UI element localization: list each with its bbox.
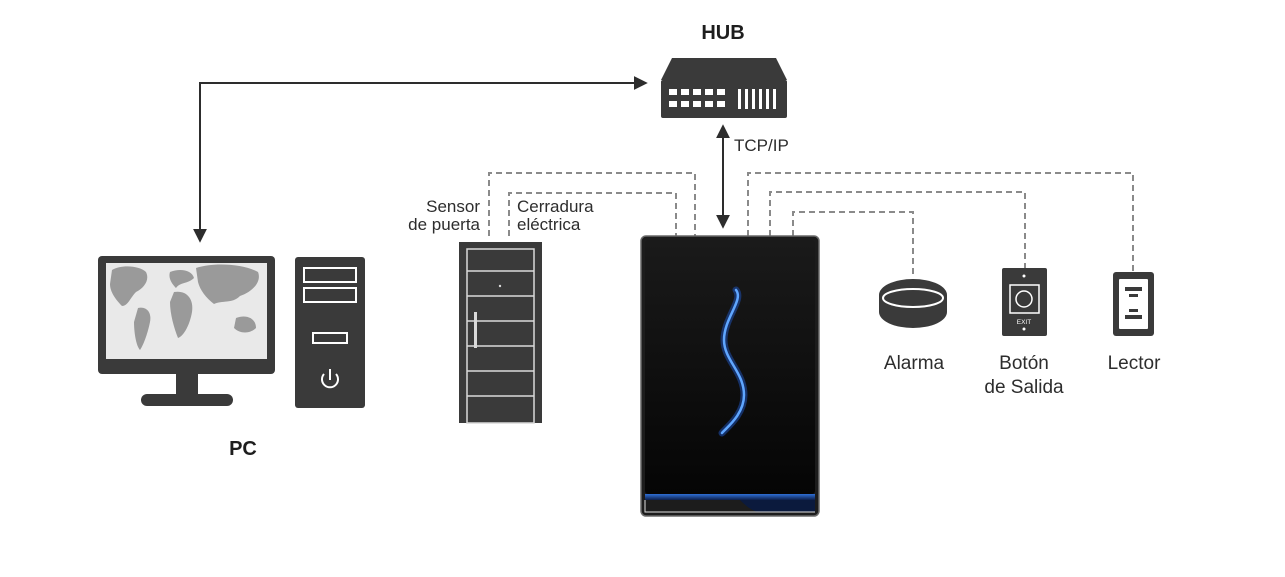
alarm-siren-icon (879, 279, 947, 328)
pc-hub-link (193, 76, 648, 243)
pc-label: PC (229, 438, 257, 460)
door-sensor-wire (488, 172, 696, 236)
reader-label: Lector (1108, 353, 1161, 374)
exit-button-label-line1: Botón (999, 353, 1049, 374)
electric-lock-label-line1: Cerradura (517, 197, 594, 216)
door-sensor-label-line2: de puerta (408, 215, 480, 234)
electric-lock-wire (508, 192, 677, 236)
tcp-ip-label: TCP/IP (734, 136, 789, 155)
door-icon (459, 242, 542, 424)
alarm-wire (792, 211, 914, 275)
hub-label: HUB (701, 22, 744, 44)
pc-device: PC (98, 256, 365, 460)
monitor-world-map-icon (98, 256, 275, 406)
pc-tower-icon (295, 257, 365, 408)
reader-wire (747, 172, 1134, 272)
network-switch-icon (661, 58, 787, 118)
door-sensor-label-line1: Sensor (426, 197, 480, 216)
exit-text: EXIT (1017, 319, 1031, 326)
exit-button-icon: EXIT (1002, 268, 1047, 336)
access-controller-icon (640, 235, 820, 517)
electric-lock-label-line2: eléctrica (517, 215, 581, 234)
alarm-label: Alarma (884, 353, 945, 374)
exit-button-wire (769, 191, 1026, 268)
alarm-device: Alarma (879, 279, 947, 374)
hub-device: HUB TCP/IP (661, 22, 789, 155)
reader-device: Lector (1108, 272, 1161, 374)
exit-button-device: EXIT Botón de Salida (984, 268, 1064, 398)
door-device: Sensor de puerta Cerradura eléctrica (408, 197, 594, 424)
connectors (193, 76, 1134, 275)
exit-button-label-line2: de Salida (984, 377, 1064, 398)
card-reader-icon (1113, 272, 1154, 336)
